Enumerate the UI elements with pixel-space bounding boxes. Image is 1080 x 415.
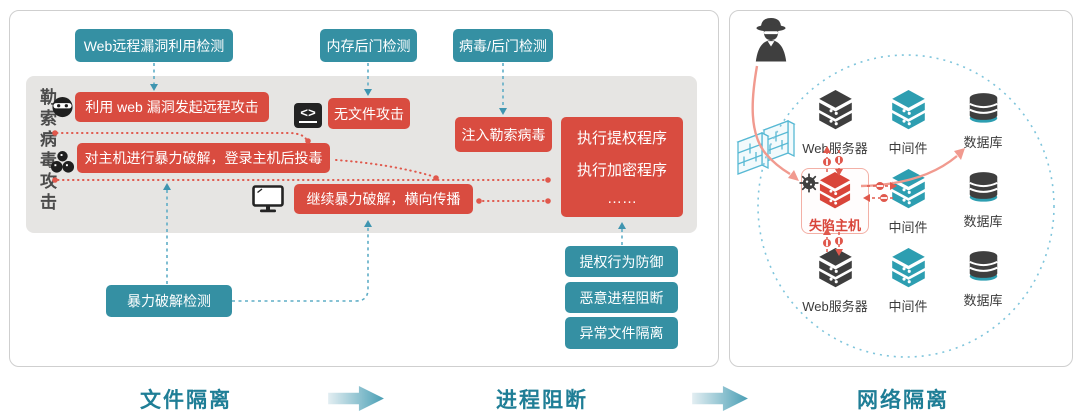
server-stack-icon <box>890 248 927 293</box>
server-stack-icon <box>817 248 854 293</box>
hacker-spy-icon <box>749 15 793 69</box>
node-database-top: 数据库 <box>941 92 1025 151</box>
node-middleware-top: 中间件 <box>866 90 950 157</box>
node-middleware-mid: 中间件 <box>866 169 950 236</box>
step-lateral-spread: 继续暴力破解，横向传播 <box>294 184 473 214</box>
defense-file-quarantine: 异常文件隔离 <box>565 317 678 349</box>
step-web-attack: 利用 web 漏洞发起远程攻击 <box>75 92 269 122</box>
code-block-icon: <> <box>294 103 322 128</box>
node-web-server-bottom: Web服务器 <box>793 248 877 315</box>
stage-arrow-icon <box>328 386 386 415</box>
virus-icon <box>798 172 820 199</box>
stage-arrow-icon <box>692 386 750 415</box>
step-brute-force: 对主机进行暴力破解，登录主机后投毒 <box>77 143 330 173</box>
defense-privilege: 提权行为防御 <box>565 246 678 277</box>
node-label: 中间件 <box>888 299 928 314</box>
firewall-brick-icon <box>734 114 800 183</box>
step-execute-programs: 执行提权程序 执行加密程序 …… <box>561 117 683 217</box>
node-compromised-host: 失陷主机 <box>798 168 869 234</box>
detection-brute-force: 暴力破解检测 <box>106 285 232 317</box>
node-label: 中间件 <box>888 141 928 156</box>
database-icon <box>967 171 1000 208</box>
node-middleware-bottom: 中间件 <box>866 248 950 315</box>
exec-line-1: 执行提权程序 <box>576 130 667 148</box>
node-database-mid: 数据库 <box>941 171 1025 230</box>
detection-web-exploit: Web远程漏洞利用检测 <box>75 29 233 62</box>
node-label: 数据库 <box>963 214 1003 229</box>
node-label: 数据库 <box>963 135 1003 150</box>
database-icon <box>967 92 1000 129</box>
monitor-icon <box>251 184 285 219</box>
server-stack-icon <box>890 169 927 214</box>
attack-type-label: 勒索病毒攻击 <box>37 88 56 214</box>
server-stack-icon <box>890 90 927 135</box>
ninja-mask-icon <box>51 93 74 126</box>
server-stack-icon <box>817 90 854 135</box>
node-label: 中间件 <box>888 220 928 235</box>
node-web-server-top: Web服务器 <box>793 90 877 157</box>
detection-memory-backdoor: 内存后门检测 <box>320 29 417 62</box>
exec-line-3: …… <box>607 189 637 207</box>
stage-file-isolation: 文件隔离 <box>140 389 232 412</box>
bomb-cluster-icon <box>50 149 75 181</box>
node-database-bottom: 数据库 <box>941 250 1025 309</box>
server-stack-icon <box>818 172 852 214</box>
step-fileless-attack: 无文件攻击 <box>328 98 410 129</box>
node-label: Web服务器 <box>802 299 868 314</box>
stage-network-isolation: 网络隔离 <box>857 389 949 412</box>
compromised-host-label: 失陷主机 <box>808 218 861 233</box>
detection-virus-backdoor: 病毒/后门检测 <box>453 29 553 62</box>
database-icon <box>967 250 1000 287</box>
node-label: Web服务器 <box>802 141 868 156</box>
exec-line-2: 执行加密程序 <box>576 161 667 179</box>
node-label: 数据库 <box>963 293 1003 308</box>
step-inject-ransomware: 注入勒索病毒 <box>455 117 552 152</box>
defense-process-block: 恶意进程阻断 <box>565 282 678 313</box>
stage-process-block: 进程阻断 <box>496 389 588 412</box>
